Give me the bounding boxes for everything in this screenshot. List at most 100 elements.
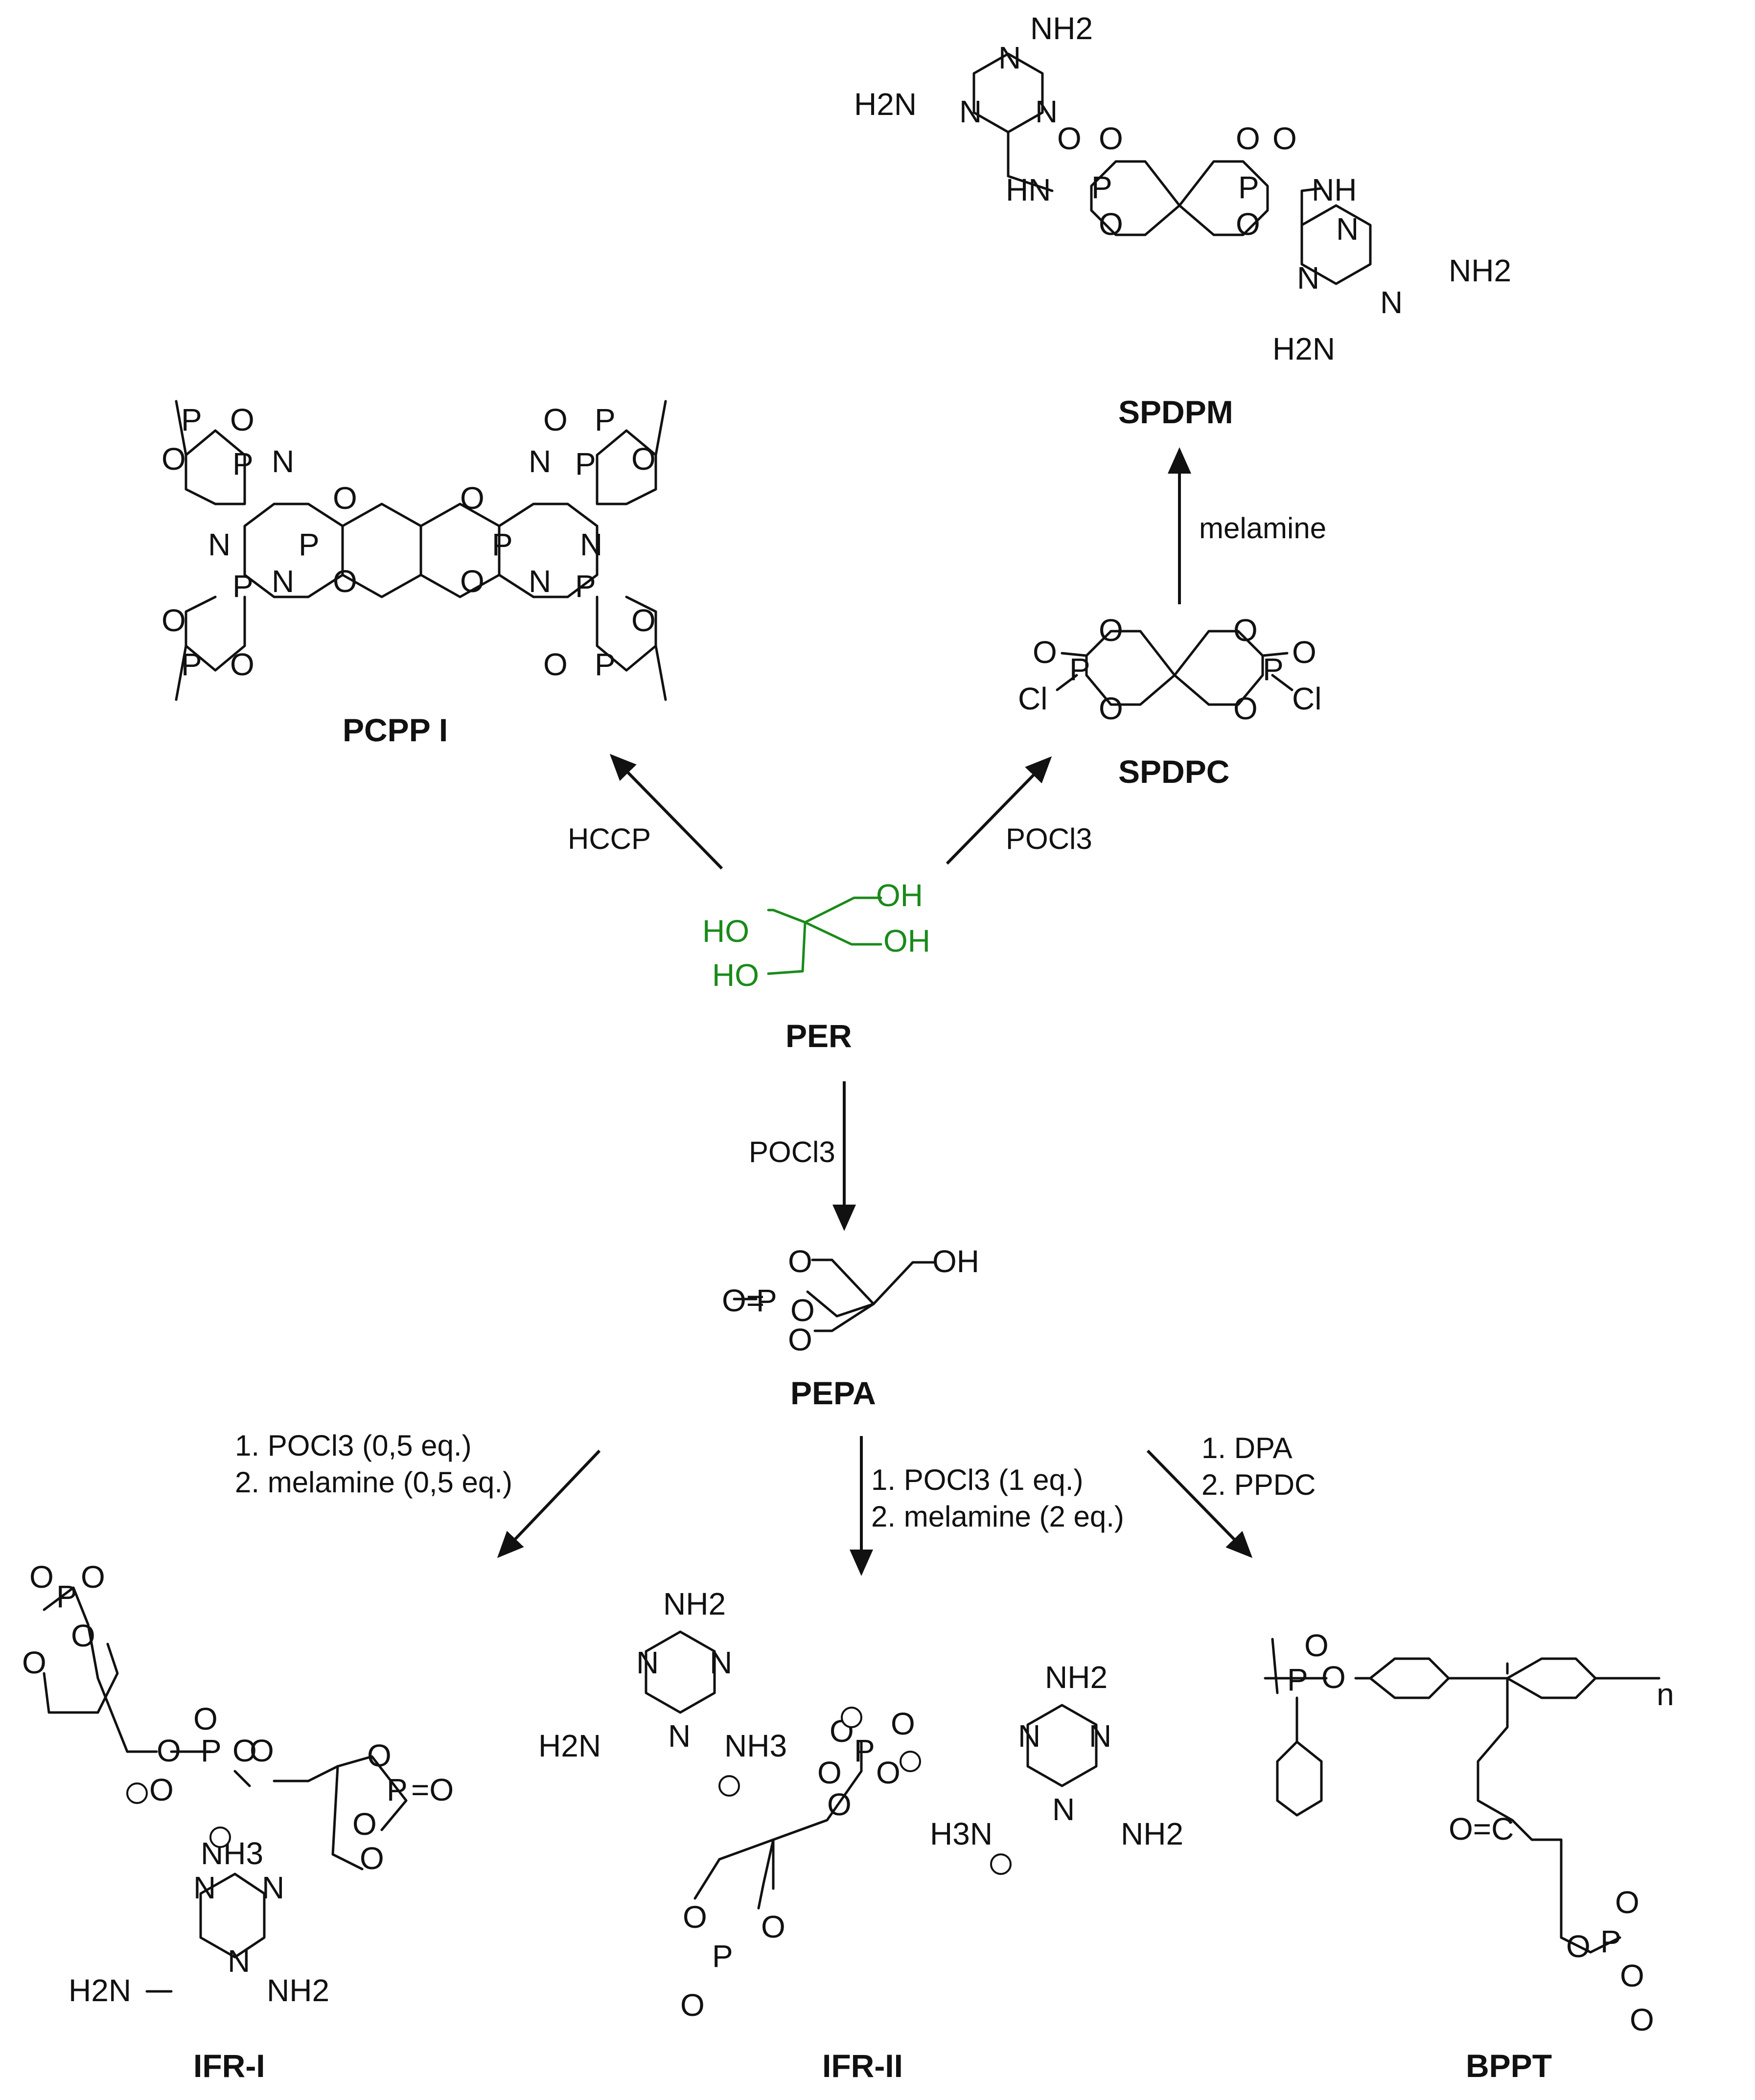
svg-text:N: N: [208, 527, 231, 562]
svg-text:N: N: [1380, 285, 1403, 320]
svg-text:N: N: [529, 444, 551, 479]
reagent-ifr2-step2: 2. melamine (2 eq.): [871, 1500, 1124, 1533]
svg-text:H3N: H3N: [930, 1816, 993, 1851]
reagent-ifr1-step2: 2. melamine (0,5 eq.): [235, 1466, 512, 1499]
svg-text:P: P: [1600, 1924, 1621, 1959]
svg-text:O: O: [891, 1706, 915, 1741]
svg-text:O: O: [1236, 121, 1260, 156]
svg-text:NH2: NH2: [1030, 11, 1093, 46]
arrow-to-pcpp: [609, 753, 723, 870]
svg-text:N: N: [272, 564, 294, 599]
svg-text:N: N: [959, 94, 982, 129]
svg-text:P: P: [232, 569, 254, 604]
spdpc-structure: O O O O P P O O Cl Cl: [1018, 613, 1321, 726]
svg-text:O: O: [1615, 1885, 1640, 1920]
svg-text:P: P: [1263, 652, 1284, 687]
svg-text:O=: O=: [722, 1283, 764, 1318]
svg-text:O: O: [817, 1755, 842, 1790]
svg-text:O: O: [1099, 613, 1123, 648]
svg-text:O: O: [790, 1293, 815, 1328]
reagent-pocl3-down: POCl3: [749, 1136, 835, 1168]
svg-text:O: O: [1099, 691, 1123, 726]
svg-text:O: O: [149, 1772, 174, 1807]
svg-text:N: N: [580, 527, 602, 562]
spdpc-label: SPDPC: [1118, 753, 1229, 790]
svg-text:O: O: [543, 647, 568, 682]
svg-text:O: O: [230, 647, 254, 682]
svg-text:N: N: [1336, 211, 1359, 247]
svg-text:O: O: [352, 1806, 377, 1842]
svg-text:N: N: [529, 564, 551, 599]
bppt-structure: OO P O=C n OP OO O: [1264, 1628, 1674, 2037]
svg-text:P: P: [1091, 170, 1112, 205]
svg-text:P: P: [181, 402, 202, 437]
svg-text:P: P: [201, 1733, 222, 1768]
pepa-label: PEPA: [790, 1375, 876, 1411]
svg-text:O: O: [71, 1618, 95, 1653]
svg-text:O: O: [333, 480, 357, 516]
svg-text:O: O: [1236, 206, 1260, 242]
per-label: PER: [785, 1018, 852, 1054]
svg-text:O: O: [29, 1559, 54, 1595]
svg-text:O: O: [788, 1322, 812, 1357]
svg-text:N: N: [1089, 1718, 1111, 1754]
reagent-bppt-step1: 1. DPA: [1201, 1432, 1293, 1464]
svg-text:NH: NH: [1312, 172, 1357, 207]
svg-text:NH2: NH2: [1045, 1660, 1108, 1695]
svg-text:NH3: NH3: [724, 1728, 787, 1763]
svg-text:N: N: [636, 1645, 659, 1680]
svg-text:P: P: [595, 647, 616, 682]
reagent-ifr2-step1: 1. POCl3 (1 eq.): [871, 1463, 1084, 1496]
ifr1-nh3: NH3: [201, 1836, 263, 1871]
svg-text:N: N: [228, 1943, 250, 1979]
svg-text:O: O: [460, 564, 485, 599]
svg-text:N: N: [1297, 260, 1319, 296]
svg-text:O: O: [1630, 2002, 1654, 2037]
svg-text:P: P: [712, 1939, 733, 1974]
per-atom-oh-1: OH: [876, 878, 923, 913]
spdpm-label: SPDPM: [1118, 394, 1233, 430]
reagent-pocl3-right: POCl3: [1006, 822, 1092, 855]
svg-text:P: P: [56, 1579, 77, 1614]
svg-text:O: O: [683, 1899, 707, 1935]
svg-text:P: P: [854, 1733, 875, 1768]
svg-text:N: N: [710, 1645, 732, 1680]
svg-text:H2N: H2N: [69, 1973, 131, 2008]
svg-text:P: P: [756, 1283, 777, 1318]
per-structure: OH HO OH HO: [702, 878, 930, 993]
spdpc-cl-left: Cl: [1018, 681, 1047, 716]
arrow-to-spdpc: [946, 756, 1052, 865]
ifr2-label: IFR-II: [822, 2048, 903, 2084]
svg-text:O: O: [543, 402, 568, 437]
svg-text:N: N: [998, 40, 1021, 75]
svg-text:O: O: [876, 1755, 901, 1790]
svg-text:O: O: [360, 1841, 384, 1876]
svg-text:H2N: H2N: [538, 1728, 601, 1763]
svg-text:O: O: [1233, 613, 1258, 648]
svg-text:N: N: [1052, 1792, 1075, 1827]
svg-text:=O: =O: [411, 1772, 454, 1807]
pepa-oh: OH: [932, 1244, 979, 1279]
svg-text:P: P: [492, 527, 513, 562]
spdpc-cl-right: Cl: [1292, 681, 1321, 716]
svg-text:NH2: NH2: [267, 1973, 329, 2008]
svg-text:P: P: [1287, 1662, 1308, 1697]
svg-text:N: N: [668, 1718, 691, 1754]
svg-text:N: N: [262, 1870, 284, 1905]
svg-text:H2N: H2N: [1272, 331, 1335, 366]
per-atom-ho-1: HO: [702, 913, 749, 949]
svg-text:O: O: [157, 1733, 181, 1768]
svg-text:O: O: [230, 402, 254, 437]
svg-text:O: O: [631, 603, 656, 638]
arrow-to-ifr1: [497, 1449, 601, 1558]
svg-text:P: P: [575, 569, 596, 604]
svg-text:O: O: [680, 1987, 705, 2023]
svg-text:N: N: [1018, 1718, 1040, 1754]
svg-text:O: O: [1099, 121, 1123, 156]
svg-text:P: P: [181, 647, 202, 682]
svg-text:O: O: [1233, 691, 1258, 726]
